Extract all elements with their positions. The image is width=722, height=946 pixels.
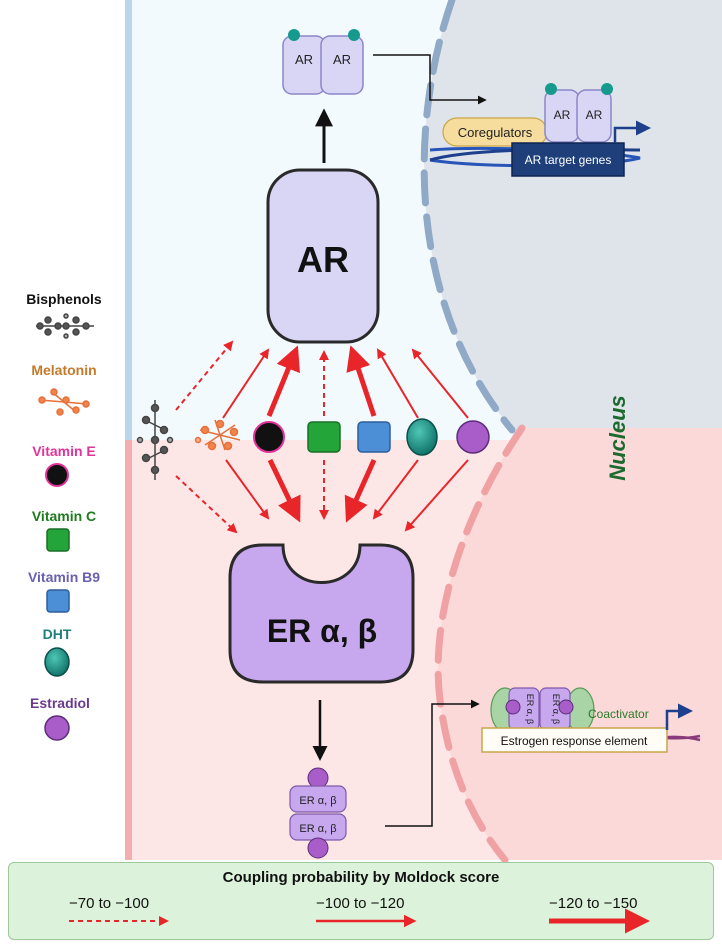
ligand-label-dht: DHT [43,626,72,642]
er-dimer-cytoplasm: ER α, β ER α, β [289,767,347,859]
ar-target-genes-box [511,142,625,177]
bisphenol-molecule-middle [136,400,174,480]
vitamin-e-icon [253,421,285,453]
estradiol-ar-arrow [411,348,469,419]
cell-membrane-upper [125,0,132,440]
ere-label: Estrogen response element [501,734,648,748]
vitamin-c-icon [307,421,341,453]
bisphenols-icon [36,313,94,339]
ar-dimer-cytoplasm: AR AR [282,29,364,95]
cell-membrane-lower [125,440,132,860]
coactivator-label: Coactivator [588,707,649,721]
coupling-arrows-ar [175,340,469,419]
ar-nuclear-complex: Coregulators AR AR AR target genes [429,83,651,177]
melatonin-er-arrow [225,459,270,520]
legend-title: Coupling probability by Moldock score [222,869,500,886]
nuclear-envelope-lower [434,424,526,864]
vitamin-e-ar-arrow [266,345,300,417]
vitamin-e-er-arrow [267,458,301,523]
er-receptor-box [228,543,415,684]
legend-arrows [69,908,650,934]
ar-dimer-to-nucleus-arrow [373,54,487,105]
estradiol-er-arrow [404,459,469,532]
transcription-arrow-er [665,703,693,730]
ar-target-genes-label: AR target genes [525,153,612,167]
nuclear-envelope-upper [420,0,516,434]
ligand-label-vitamin-b9: Vitamin B9 [28,569,100,585]
vitamin-b9-ar-arrow [346,345,377,417]
melatonin-ar-arrow [222,348,270,419]
melatonin-molecule-middle [194,419,241,451]
ar-dimer-left-label: AR [295,52,313,67]
er-receptor-label: ER α, β [267,613,377,649]
bisphenols-er-arrow [175,475,238,534]
ligand-label-vitamin-c: Vitamin C [32,508,96,524]
ligand-label-vitamin-e: Vitamin E [32,443,96,459]
ligand-label-melatonin: Melatonin [31,362,96,378]
nucleus-label: Nucleus [605,395,630,481]
dht-ar-arrow [376,348,419,419]
vitamin-b9-icon [357,421,391,453]
ligand-label-estradiol: Estradiol [30,695,90,711]
estradiol-legend-icon [44,715,70,741]
ere-box [481,727,668,753]
er-nuclear-right-label: ER α, β [551,694,561,724]
er-dimer-to-nucleus-arrow [385,699,480,827]
ar-nuclear-right-label: AR [586,108,603,122]
vitamin-e-legend-icon [45,463,69,487]
dht-er-arrow [372,459,419,520]
er-dimer-bottom-label: ER α, β [299,823,336,835]
er-nuclear-left-label: ER α, β [525,694,535,724]
ar-receptor-label: AR [297,239,349,280]
legend-range-high: −120 to −150 [549,895,638,912]
melatonin-icon [38,388,90,416]
er-dimer-top-label: ER α, β [299,795,336,807]
ligand-label-bisphenols: Bisphenols [26,291,102,307]
coupling-arrows-er [175,458,469,534]
vitamin-b9-legend-icon [46,589,70,613]
dht-icon [406,418,438,456]
ar-dimer-right-label: AR [333,52,351,67]
nucleus-region [424,0,722,430]
bisphenols-ar-arrow [175,340,234,411]
ar-receptor-box [266,168,380,344]
er-nuclear-complex: ER α, β ER α, β Coactivator Estrogen res… [481,687,701,753]
moldock-legend: Coupling probability by Moldock score −7… [8,862,714,940]
legend-range-low: −70 to −100 [69,895,150,912]
ar-nuclear-left-label: AR [554,108,571,122]
transcription-arrow-ar [613,120,651,143]
vitamin-c-legend-icon [46,528,70,552]
dht-legend-icon [44,647,70,677]
coregulators-label: Coregulators [458,125,533,140]
estradiol-icon [456,420,490,454]
legend-range-mid: −100 to −120 [316,895,405,912]
vitamin-b9-er-arrow [344,458,377,523]
